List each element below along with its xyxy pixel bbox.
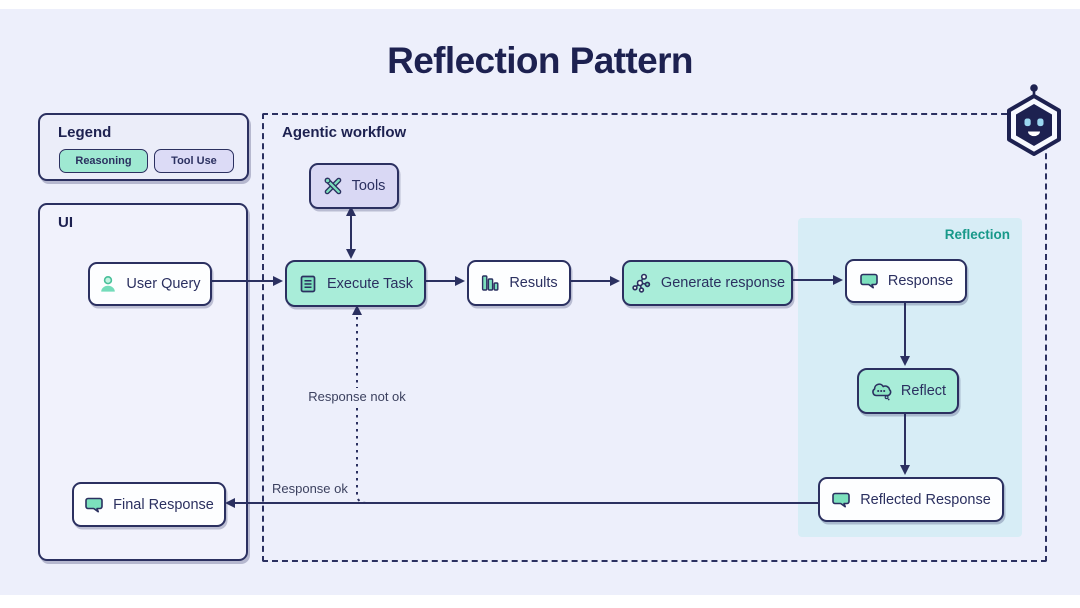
legend-tool-use-label: Tool Use <box>171 155 217 167</box>
legend-panel: Legend Reasoning Tool Use <box>38 113 249 181</box>
wrench-screwdriver-icon <box>324 177 341 195</box>
node-response: Response <box>845 259 967 303</box>
node-final-response-label: Final Response <box>113 496 214 513</box>
user-icon <box>101 275 116 292</box>
node-reflect-label: Reflect <box>900 383 947 399</box>
network-nodes-icon <box>632 273 651 293</box>
ui-panel-title: UI <box>58 214 73 231</box>
node-user-query: User Query <box>88 262 212 306</box>
edge-label-response-ok: Response ok <box>272 481 348 496</box>
robot-hexagon-icon <box>1007 84 1061 156</box>
speech-bubble-icon <box>860 273 878 289</box>
workflow-title: Agentic workflow <box>282 124 407 141</box>
document-icon <box>300 275 316 292</box>
legend-reasoning-label: Reasoning <box>75 155 132 167</box>
workflow-panel: Agentic workflow <box>262 113 1047 562</box>
node-execute-task: Execute Task <box>285 260 426 307</box>
node-tools: Tools <box>309 163 399 209</box>
node-response-label: Response <box>887 273 954 289</box>
page-title: Reflection Pattern <box>387 40 693 81</box>
legend-tool-use-pill: Tool Use <box>154 149 234 173</box>
edge-label-response-not-ok: Response not ok <box>302 388 412 405</box>
speech-bubble-icon <box>832 492 851 507</box>
node-results-label: Results <box>509 275 558 291</box>
bar-chart-icon <box>482 275 499 291</box>
legend-title: Legend <box>58 124 112 141</box>
node-final-response: Final Response <box>72 482 226 527</box>
node-reflected-response: Reflected Response <box>818 477 1004 522</box>
legend-reasoning-pill: Reasoning <box>59 149 148 173</box>
speech-bubble-icon <box>85 497 103 512</box>
node-tools-label: Tools <box>351 178 386 194</box>
node-execute-task-label: Execute Task <box>327 275 413 292</box>
node-reflected-response-label: Reflected Response <box>860 491 991 508</box>
node-results: Results <box>467 260 571 306</box>
node-generate-response: Generate response <box>622 260 793 306</box>
thought-bubble-icon <box>872 383 892 401</box>
node-generate-response-label: Generate response <box>660 275 786 291</box>
reflection-region-label: Reflection <box>944 227 1010 242</box>
node-user-query-label: User Query <box>126 276 201 292</box>
node-reflect: Reflect <box>857 368 959 414</box>
